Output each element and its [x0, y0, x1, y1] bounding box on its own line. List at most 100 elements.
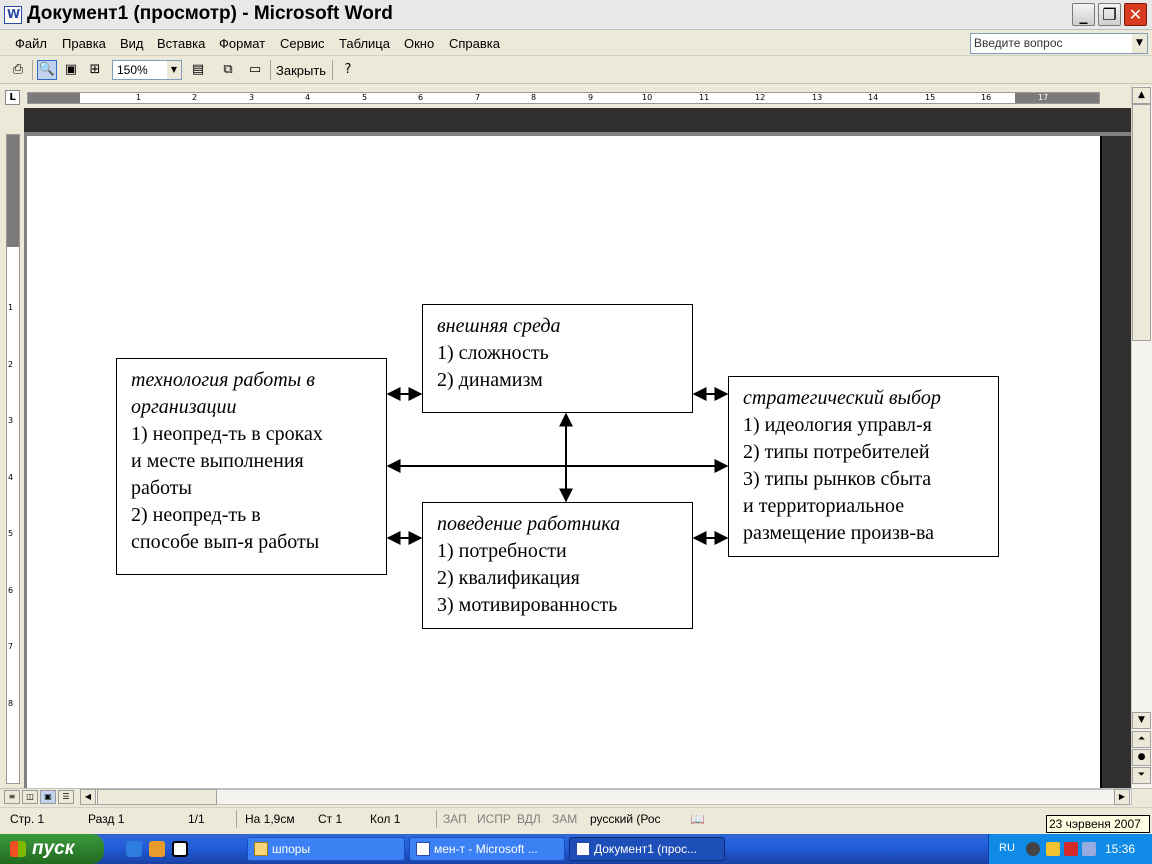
taskbar-item-word-other[interactable]: мен-т - Microsoft ...: [409, 837, 565, 861]
start-button[interactable]: пуск: [0, 834, 104, 864]
vertical-scroll-thumb[interactable]: [1132, 104, 1151, 341]
chevron-down-icon[interactable]: ▼: [1132, 34, 1147, 53]
window-title: Документ1 (просмотр) - Microsoft Word: [27, 3, 393, 24]
quicklaunch-app-icon[interactable]: [149, 841, 165, 857]
ruler-number: 12: [755, 93, 766, 102]
strategy-box-head: стратегический выбор: [743, 387, 941, 409]
printer-icon: ⎙: [12, 62, 24, 77]
close-preview-button[interactable]: Закрыть: [276, 63, 327, 78]
close-window-button[interactable]: ✕: [1124, 3, 1147, 26]
tab-selector[interactable]: L: [5, 90, 20, 105]
full-screen-button[interactable]: ▭: [245, 60, 265, 80]
menu-table[interactable]: Таблица: [339, 36, 390, 51]
tech-box-line: и месте выполнения: [131, 450, 304, 472]
scroll-right-button[interactable]: ▶: [1114, 789, 1130, 805]
previous-page-button[interactable]: ⏶: [1132, 731, 1151, 748]
menu-insert[interactable]: Вставка: [157, 36, 206, 51]
multiple-pages-button[interactable]: ⊞: [85, 60, 105, 80]
restore-button[interactable]: ❐: [1098, 3, 1121, 26]
horizontal-scroll-thumb[interactable]: [97, 789, 217, 805]
horizontal-scroll-track[interactable]: [82, 789, 1132, 805]
menu-tools[interactable]: Сервис: [280, 36, 325, 51]
strategy-box-line: 2) типы потребителей: [743, 441, 930, 463]
ruler-number: 4: [8, 473, 14, 482]
spelling-status-icon[interactable]: 📖: [690, 812, 705, 826]
status-bar: [0, 807, 1152, 831]
tech-box: технология работы в организации 1) неопр…: [116, 358, 387, 575]
behavior-box-head: поведение работника: [437, 513, 621, 535]
menu-bar: Файл Правка Вид Вставка Формат Сервис Та…: [0, 31, 1152, 56]
help-question-input[interactable]: Введите вопрос ▼: [970, 33, 1148, 54]
normal-view-button[interactable]: ≡: [4, 790, 20, 804]
status-page: Стр. 1: [10, 812, 45, 826]
tech-box-line: способе вып-я работы: [131, 531, 320, 553]
close-icon: ✕: [1128, 5, 1143, 24]
print-button[interactable]: ⎙: [8, 60, 28, 80]
strategy-box-line: 1) идеология управл-я: [743, 414, 932, 436]
taskbar-item-folder[interactable]: шпоры: [247, 837, 405, 861]
ruler-number: 8: [8, 699, 14, 708]
clock[interactable]: 15:36: [1105, 842, 1136, 856]
warning-icon[interactable]: [1046, 842, 1060, 856]
behavior-box: поведение работника 1) потребности 2) кв…: [422, 502, 693, 629]
tray-app-icon[interactable]: [1026, 842, 1040, 856]
one-page-button[interactable]: ▣: [61, 60, 81, 80]
taskbar-item-word-active[interactable]: Документ1 (прос...: [569, 837, 725, 861]
shrink-to-fit-button[interactable]: ⧉: [218, 60, 238, 80]
status-position: На 1,9см: [245, 812, 295, 826]
zoom-value: 150%: [117, 63, 148, 77]
status-separator: [436, 810, 437, 828]
quicklaunch-clock-icon[interactable]: [172, 841, 188, 857]
scroll-down-button[interactable]: ▼: [1132, 712, 1151, 729]
print-layout-view-button[interactable]: ▣: [40, 790, 56, 804]
network-icon[interactable]: [1082, 842, 1096, 856]
status-record[interactable]: ЗАП: [443, 812, 467, 826]
status-track-changes[interactable]: ИСПР: [477, 812, 511, 826]
view-ruler-button[interactable]: ▤: [188, 60, 208, 80]
zoom-select[interactable]: 150% ▼: [112, 60, 182, 80]
menu-file[interactable]: Файл: [15, 36, 47, 51]
outline-view-button[interactable]: ☰: [58, 790, 74, 804]
taskbar-item-label: мен-т - Microsoft ...: [434, 842, 538, 856]
restore-icon: ❐: [1102, 5, 1117, 24]
menu-help[interactable]: Справка: [449, 36, 500, 51]
menu-format[interactable]: Формат: [219, 36, 266, 51]
menu-edit[interactable]: Правка: [62, 36, 106, 51]
ie-icon[interactable]: [126, 841, 142, 857]
language-indicator[interactable]: RU: [999, 842, 1015, 854]
ruler-number: 14: [868, 93, 879, 102]
help-question-placeholder: Введите вопрос: [974, 36, 1063, 50]
browse-object-button[interactable]: ●: [1132, 749, 1151, 766]
context-help-button[interactable]: ?: [338, 60, 358, 80]
ruler-number: 10: [642, 93, 653, 102]
environment-box: внешняя среда 1) сложность 2) динамизм: [422, 304, 693, 413]
minimize-button[interactable]: _: [1072, 3, 1095, 26]
status-separator: [236, 810, 237, 828]
ruler-number: 3: [249, 93, 255, 102]
folder-icon: [254, 842, 268, 856]
antivirus-icon[interactable]: [1064, 842, 1078, 856]
vertical-ruler[interactable]: 1 2 3 4 5 6 7 8: [6, 134, 20, 784]
horizontal-ruler[interactable]: 1 2 3 4 5 6 7 8 9 10 11 12 13 14 15 16 1…: [27, 92, 1100, 104]
menu-view[interactable]: Вид: [120, 36, 144, 51]
word-app-icon[interactable]: [4, 6, 22, 24]
tech-box-line: 2) неопред-ть в: [131, 504, 261, 526]
web-view-button[interactable]: ◫: [22, 790, 38, 804]
taskbar-item-label: Документ1 (прос...: [594, 842, 698, 856]
magnifier-button[interactable]: 🔍: [37, 60, 57, 80]
menu-window[interactable]: Окно: [404, 36, 435, 51]
windows-logo-icon: [10, 841, 26, 857]
full-screen-icon: ▭: [248, 62, 262, 77]
environment-box-line: 2) динамизм: [437, 369, 543, 391]
toolbar-separator: [332, 60, 333, 80]
scroll-up-button[interactable]: ▲: [1132, 87, 1151, 104]
scroll-left-button[interactable]: ◀: [80, 789, 96, 805]
chevron-down-icon[interactable]: ▼: [167, 61, 181, 79]
ruler-number: 7: [8, 642, 14, 651]
status-extend[interactable]: ВДЛ: [517, 812, 541, 826]
environment-box-line: 1) сложность: [437, 342, 549, 364]
date-tooltip: 23 чэрвеня 2007: [1046, 815, 1150, 833]
status-overtype[interactable]: ЗАМ: [552, 812, 578, 826]
next-page-button[interactable]: ⏷: [1132, 767, 1151, 784]
status-language[interactable]: русский (Рос: [590, 812, 661, 826]
